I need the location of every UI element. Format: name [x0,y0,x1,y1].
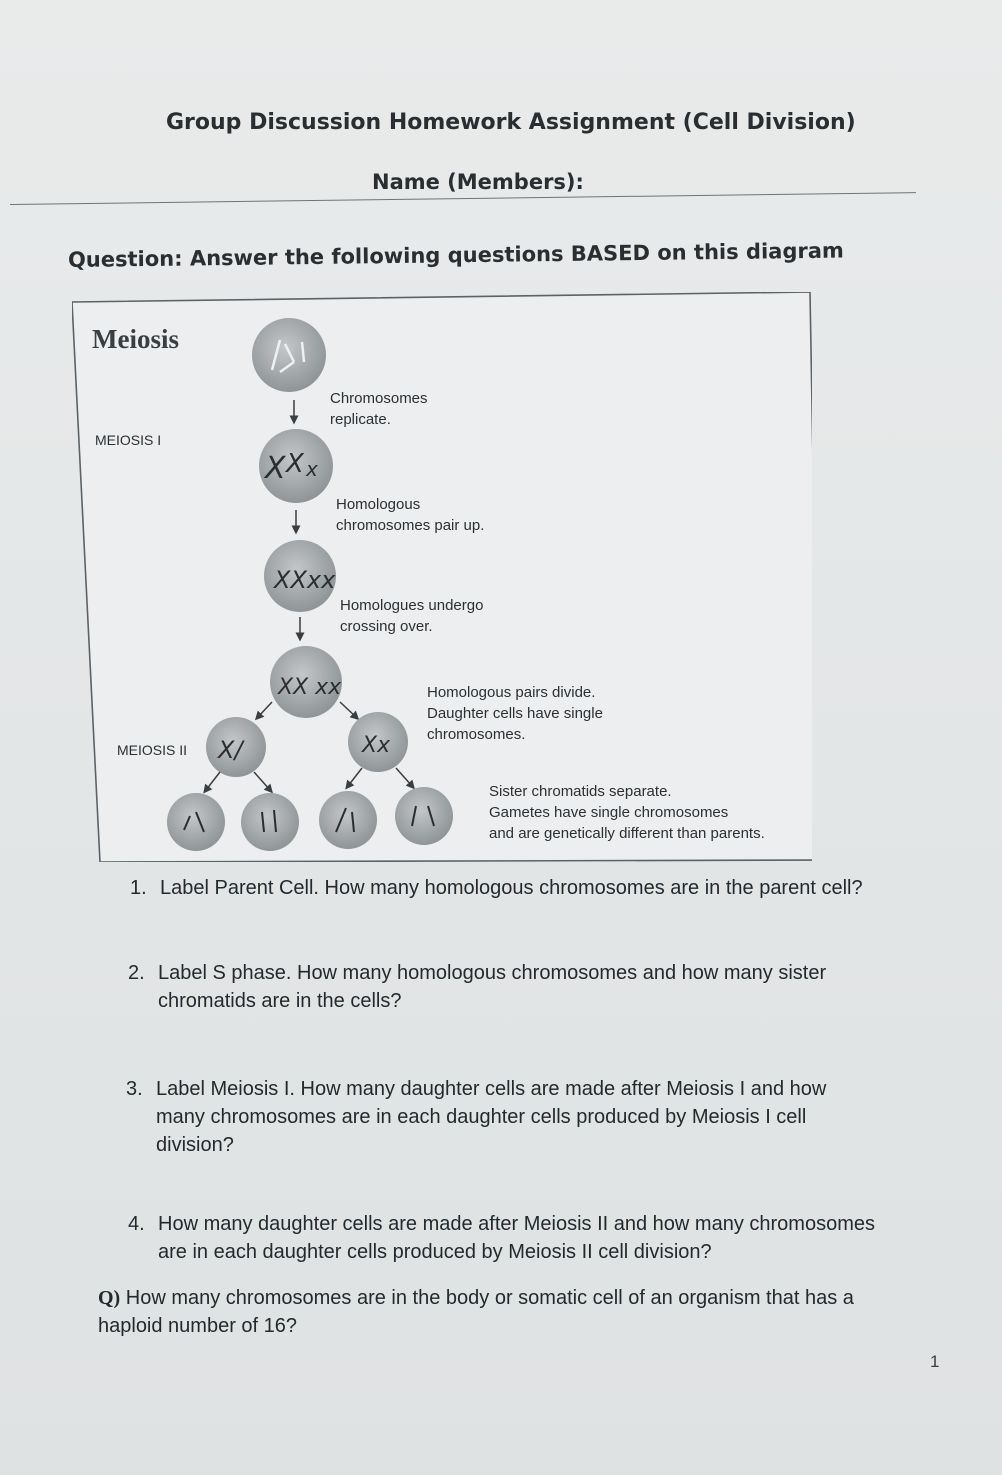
svg-text:X: X [284,449,305,479]
question-text: many chromosomes are in each daughter ce… [156,1106,807,1128]
step-label-sister-separate: Sister chromatids separate. Gametes have… [489,783,765,842]
meiosis-1-daughter-left: X/ [206,717,266,777]
question-2: 2. Label S phase. How many homologous chr… [128,959,888,1015]
arrow-right-4 [339,701,360,721]
crossing-over-cell: XX xx [270,646,342,718]
question-4: 4. How many daughter cells are made after… [128,1210,948,1266]
meiosis-diagram-graphic: X X x XXxx XX xx X/ [72,292,812,862]
question-text: are in each daughter cells produced by M… [158,1241,712,1263]
question-text: Label Meiosis I. How many daughter cells… [156,1078,827,1100]
question-marker: Q) [98,1287,121,1309]
svg-text:Xx: Xx [361,733,391,758]
meiosis-1-label: MEIOSIS I [95,432,162,448]
instruction-heading: Question: Answer the following questions… [67,238,844,272]
arrow-m2-4 [395,767,415,790]
question-text: Label S phase. How many homologous chrom… [158,962,827,984]
step-label-pair-up: Homologous chromosomes pair up. [336,496,485,534]
arrow-m2-3 [345,767,363,790]
replicated-cell: X X x [259,429,333,503]
question-text: division? [156,1134,234,1156]
gamete-1 [167,793,225,851]
question-text: How many daughter cells are made after M… [158,1213,875,1235]
page-number: 1 [930,1352,940,1371]
extra-question: Q) How many chromosomes are in the body … [98,1284,958,1340]
question-text: Label Parent Cell. How many homologous c… [160,877,863,899]
name-members-label: Name (Members): [372,170,584,194]
page-title: Group Discussion Homework Assignment (Ce… [166,110,856,135]
question-text: haploid number of 16? [98,1315,298,1337]
gamete-4 [395,787,453,845]
svg-text:XXxx: XXxx [272,566,336,594]
step-label-crossing-over: Homologues undergo crossing over. [340,597,484,635]
svg-text:X: X [263,451,287,486]
question-number: 4. [128,1213,145,1235]
question-3: 3. Label Meiosis I. How many daughter cel… [126,1075,906,1159]
meiosis-2-label: MEIOSIS II [117,742,188,758]
gamete-2 [241,793,299,851]
step-label-replicate: Chromosomes replicate. [330,390,428,428]
question-number: 3. [126,1078,143,1100]
question-text: chromatids are in the cells? [158,990,402,1012]
svg-text:XX xx: XX xx [277,675,342,700]
arrow-m2-1 [203,771,221,794]
arrow-left-4 [254,701,273,721]
question-text: How many chromosomes are in the body or … [125,1287,854,1309]
parent-cell [252,318,326,392]
question-number: 2. [128,962,145,984]
meiosis-diagram: X X x XXxx XX xx X/ [72,292,812,862]
question-1: 1. Label Parent Cell. How many homologous… [130,874,863,902]
diagram-frame [72,292,812,862]
gamete-3 [319,791,377,849]
paired-cell: XXxx [264,540,336,612]
name-underline [9,192,916,205]
arrow-m2-2 [253,771,273,794]
diagram-title: Meiosis [92,324,179,354]
svg-text:X/: X/ [216,736,245,764]
meiosis-1-daughter-right: Xx [348,712,408,772]
svg-text:x: x [305,457,318,481]
question-number: 1. [130,877,147,899]
step-label-homologous-divide: Homologous pairs divide. Daughter cells … [427,684,603,743]
